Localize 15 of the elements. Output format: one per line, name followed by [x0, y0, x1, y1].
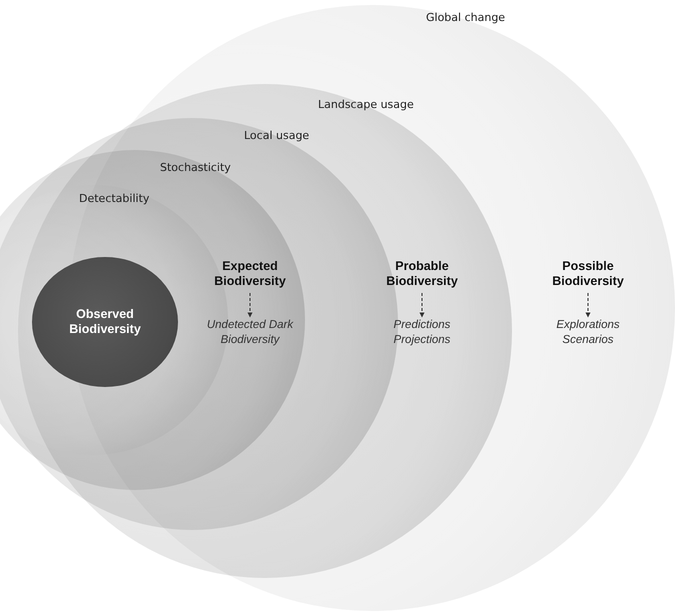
- ring-label: Local usage: [244, 129, 310, 142]
- ring-label: Detectability: [79, 192, 150, 205]
- core-label: Observed Biodiversity: [68, 307, 142, 337]
- heading-text: Probable Biodiversity: [377, 259, 467, 291]
- italic-note: Predictions Projections: [367, 318, 477, 350]
- italic-note: Undetected Dark Biodiversity: [190, 318, 310, 350]
- dashed-arrow: [248, 292, 252, 318]
- ring-label: Landscape usage: [318, 98, 414, 111]
- ring-label: Global change: [426, 11, 506, 24]
- dashed-arrow: [420, 292, 424, 318]
- ring-label: Stochasticity: [160, 161, 231, 174]
- heading-text: Possible Biodiversity: [543, 259, 633, 291]
- italic-note: Explorations Scenarios: [533, 318, 643, 350]
- heading-text: Expected Biodiversity: [205, 259, 295, 291]
- dashed-arrow: [586, 292, 590, 318]
